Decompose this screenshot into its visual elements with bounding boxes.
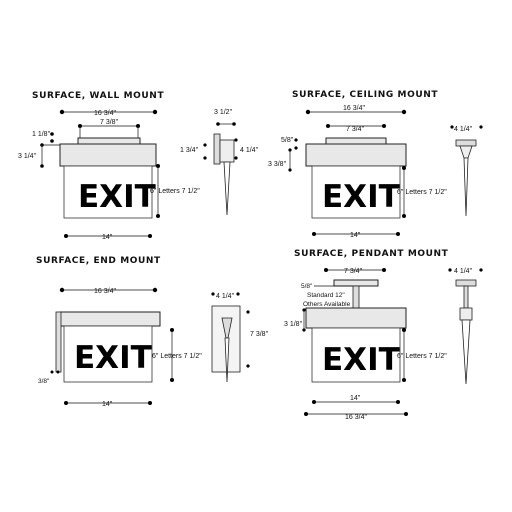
wall-canopy bbox=[77, 137, 141, 145]
end-mount-view: SURFACE, END MOUNT 16 3/4" EXIT 3/8" 6" … bbox=[36, 256, 202, 408]
end-mount-title: SURFACE, END MOUNT bbox=[36, 256, 161, 266]
end-side-right: 7 3/8" bbox=[250, 331, 269, 338]
pendant-stem-small: 5/8" bbox=[301, 283, 313, 290]
pendant-side-view: 4 1/4" bbox=[448, 268, 483, 385]
end-letters: 6" Letters 7 1/2" bbox=[152, 353, 202, 360]
pendant-panel-width: 14" bbox=[350, 395, 361, 402]
ceiling-letters: 6" Letters 7 1/2" bbox=[397, 189, 447, 196]
wall-mount-title: SURFACE, WALL MOUNT bbox=[32, 91, 164, 101]
ceiling-mount-view: SURFACE, CEILING MOUNT 16 3/4" 7 3/4" 5/… bbox=[268, 90, 447, 239]
end-side-top: 4 1/4" bbox=[216, 293, 235, 300]
pendant-stem bbox=[352, 285, 360, 309]
end-panel-width: 14" bbox=[102, 401, 113, 408]
wall-mount-view: SURFACE, WALL MOUNT 16 3/4" 7 3/8" 1 1/8… bbox=[18, 91, 200, 241]
end-exit-text: EXIT bbox=[74, 340, 152, 376]
pendant-width-overall: 16 3/4" bbox=[345, 414, 367, 421]
wall-width-canopy: 7 3/8" bbox=[100, 119, 119, 126]
wall-side-right: 4 1/4" bbox=[240, 147, 259, 154]
end-mount-plate bbox=[55, 311, 62, 373]
ceiling-width-overall: 16 3/4" bbox=[343, 105, 365, 112]
wall-width-overall: 16 3/4" bbox=[94, 110, 116, 117]
wall-letters: 6" Letters 7 1/2" bbox=[150, 188, 200, 195]
ceiling-exit-text: EXIT bbox=[322, 179, 400, 215]
ceiling-panel bbox=[311, 165, 401, 219]
end-panel bbox=[63, 325, 153, 383]
pendant-stem-note-1: Standard 12" bbox=[307, 292, 345, 299]
pendant-panel bbox=[311, 327, 401, 383]
end-side-view: 4 1/4" 7 3/8" bbox=[211, 292, 269, 383]
wall-panel bbox=[63, 165, 153, 219]
pendant-side-top: 4 1/4" bbox=[454, 268, 473, 275]
pendant-canopy bbox=[333, 279, 379, 287]
ceiling-mount-title: SURFACE, CEILING MOUNT bbox=[292, 90, 438, 100]
pendant-exit-text: EXIT bbox=[322, 342, 400, 378]
wall-side-top: 3 1/2" bbox=[214, 109, 233, 116]
pendant-housing bbox=[305, 307, 407, 329]
pendant-housing-height: 3 1/8" bbox=[284, 321, 303, 328]
ceiling-housing bbox=[305, 143, 407, 167]
end-housing bbox=[59, 311, 161, 327]
ceiling-canopy-height: 5/8" bbox=[281, 137, 294, 144]
ceiling-width-canopy: 7 3/4" bbox=[346, 126, 365, 133]
wall-housing bbox=[59, 143, 157, 167]
ceiling-side-view: 4 1/4" bbox=[450, 125, 483, 217]
ceiling-panel-width: 14" bbox=[350, 232, 361, 239]
wall-panel-width: 14" bbox=[102, 234, 113, 241]
wall-side-left: 1 3/4" bbox=[180, 147, 199, 154]
ceiling-housing-height: 3 3/8" bbox=[268, 161, 287, 168]
pendant-letters: 6" Letters 7 1/2" bbox=[397, 353, 447, 360]
end-thickness: 3/8" bbox=[38, 378, 50, 385]
wall-side-view: 3 1/2" 1 3/4" 4 1/4" bbox=[180, 109, 259, 216]
ceiling-side-top: 4 1/4" bbox=[454, 126, 473, 133]
ceiling-canopy bbox=[325, 137, 387, 145]
wall-canopy-height: 1 1/8" bbox=[32, 131, 51, 138]
wall-housing-height: 3 1/4" bbox=[18, 153, 37, 160]
pendant-mount-view: SURFACE, PENDANT MOUNT 7 3/4" 5/8" Stand… bbox=[284, 249, 449, 421]
pendant-width-canopy: 7 3/4" bbox=[344, 268, 363, 275]
wall-exit-text: EXIT bbox=[78, 179, 156, 215]
pendant-stem-note-2: Others Available bbox=[303, 301, 351, 308]
end-width-overall: 16 3/4" bbox=[94, 288, 116, 295]
pendant-mount-title: SURFACE, PENDANT MOUNT bbox=[294, 249, 449, 259]
